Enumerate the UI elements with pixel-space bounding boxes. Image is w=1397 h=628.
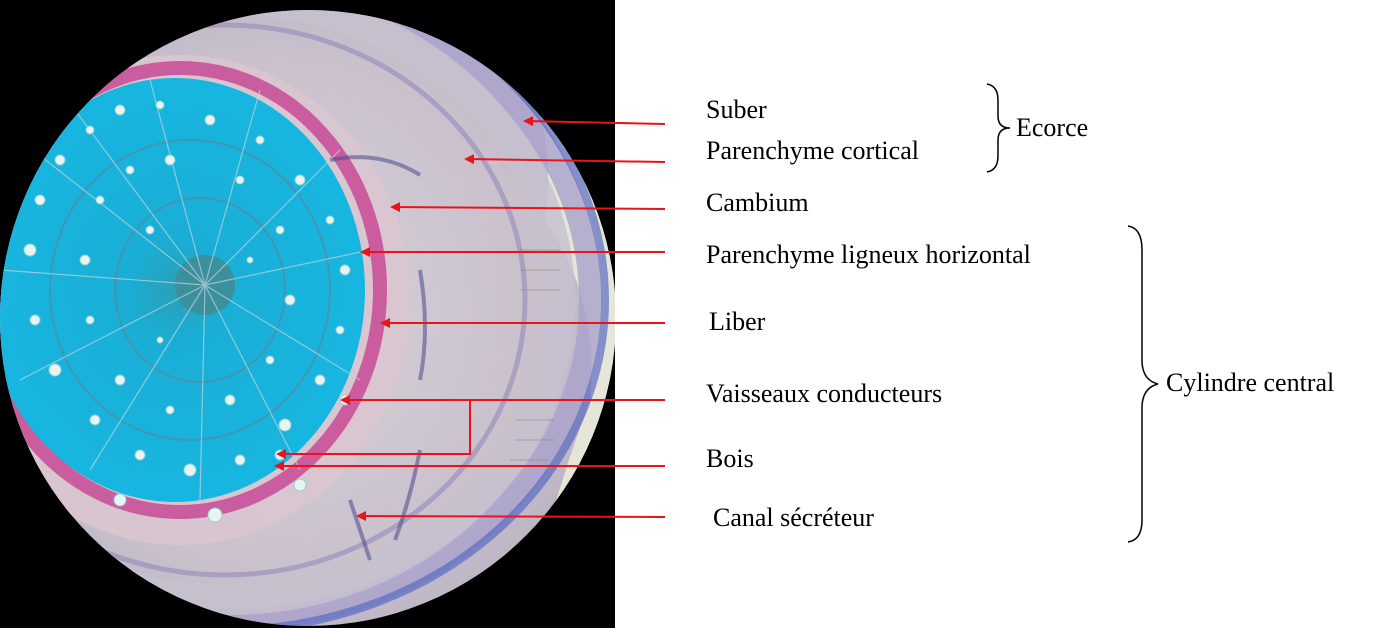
brace-ecorce — [987, 84, 1010, 172]
label-canal: Canal sécréteur — [713, 505, 874, 531]
arrow-canal — [358, 516, 665, 517]
brace-cylindre-central — [1128, 226, 1158, 542]
arrow-vaisseaux-2 — [278, 400, 470, 454]
label-suber: Suber — [706, 97, 767, 123]
label-parenchyme-cortical: Parenchyme cortical — [706, 138, 919, 164]
arrow-cambium — [392, 207, 665, 209]
label-bois: Bois — [706, 446, 754, 472]
arrow-parenchyme-cortical — [466, 159, 665, 162]
arrow-suber — [525, 121, 665, 124]
group-label-ecorce: Ecorce — [1016, 115, 1088, 141]
label-cambium: Cambium — [706, 190, 809, 216]
label-vaisseaux: Vaisseaux conducteurs — [706, 381, 942, 407]
label-parenchyme-ligneux: Parenchyme ligneux horizontal — [706, 242, 1031, 268]
label-liber: Liber — [709, 309, 765, 335]
group-label-cylindre-central: Cylindre central — [1166, 370, 1334, 396]
